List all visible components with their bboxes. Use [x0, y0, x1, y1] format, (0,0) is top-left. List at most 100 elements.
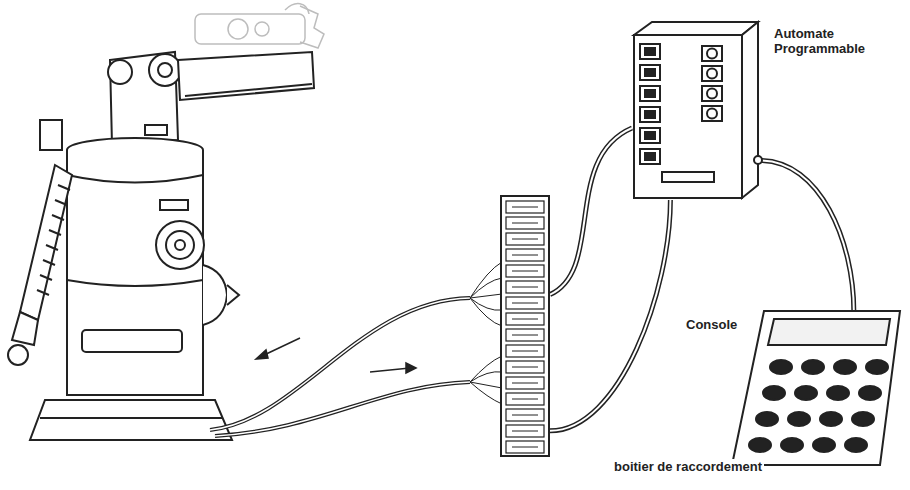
connector-pin	[707, 89, 717, 99]
terminal	[506, 441, 544, 453]
terminal-slot	[512, 399, 538, 400]
cable-inner	[550, 128, 632, 295]
console-key	[795, 386, 817, 400]
terminal	[506, 201, 544, 213]
robot-cable	[470, 262, 502, 326]
terminal	[506, 249, 544, 261]
robot-body	[30, 400, 232, 440]
plc-housing	[634, 22, 762, 198]
cable-outer	[550, 200, 670, 431]
terminal-slot	[512, 351, 538, 352]
console-key	[788, 412, 810, 426]
connector	[702, 66, 722, 81]
port	[754, 156, 762, 164]
console-body	[732, 311, 900, 465]
console-screen	[768, 319, 890, 345]
robot-body	[227, 285, 239, 305]
cable	[760, 160, 854, 311]
device-label: Console	[684, 317, 739, 332]
robot-arm	[158, 63, 172, 77]
terminal-slot	[512, 287, 538, 288]
welding-tool	[20, 165, 72, 320]
terminal-slot	[512, 207, 538, 208]
console-key	[781, 438, 803, 452]
socket	[640, 86, 660, 101]
socket-pin	[645, 90, 655, 97]
ghost-arm	[228, 19, 248, 39]
robot-arm	[178, 52, 314, 100]
console-key	[852, 412, 874, 426]
terminal-slot	[512, 319, 538, 320]
robot-body	[203, 265, 227, 325]
console-device: Console	[730, 305, 902, 470]
cable-inner	[760, 160, 854, 311]
drawing-part: Console	[684, 315, 739, 333]
console-key	[859, 386, 881, 400]
plc-box: Automate Programmable	[632, 20, 760, 200]
connector	[702, 86, 722, 101]
terminal	[506, 329, 544, 341]
terminal	[506, 393, 544, 405]
socket-pin	[645, 111, 655, 118]
connector	[702, 46, 722, 61]
cable-outer	[550, 128, 632, 295]
terminal-slot	[512, 335, 538, 336]
drawing-part	[501, 196, 549, 456]
welding-tool	[12, 312, 38, 345]
robot-body	[160, 200, 188, 210]
socket-pin	[645, 153, 655, 160]
device-label: boitier de raccordement	[612, 459, 764, 474]
terminal	[506, 265, 544, 277]
console-key	[866, 360, 888, 374]
robot-body	[67, 175, 203, 183]
socket-pin	[645, 69, 655, 76]
ghost-arm	[195, 14, 305, 44]
terminal	[506, 281, 544, 293]
terminal-slot	[512, 223, 538, 224]
terminal	[506, 297, 544, 309]
console-key	[763, 386, 785, 400]
terminal	[506, 377, 544, 389]
ghost-arm	[195, 4, 324, 48]
drawing-part	[742, 22, 758, 198]
drawing-part	[634, 22, 758, 35]
cable-outer	[760, 160, 854, 311]
terminal	[506, 409, 544, 421]
junction-box: boitier de raccordement	[500, 195, 550, 457]
socket-pin	[645, 48, 655, 55]
slot	[662, 172, 714, 182]
socket	[640, 149, 660, 164]
console-device-outline	[730, 305, 902, 470]
welding-tool	[37, 185, 70, 295]
robot-arm	[185, 84, 312, 96]
cable	[550, 128, 632, 295]
console-key	[834, 360, 856, 374]
device-label: Automate Programmable	[772, 26, 882, 56]
console-key	[802, 360, 824, 374]
robot-body	[67, 280, 203, 286]
signal-arrows	[406, 363, 416, 373]
terminal-slot	[512, 415, 538, 416]
ghost-arm	[300, 6, 324, 48]
junction-box-outline	[500, 195, 550, 457]
connector-pin	[707, 49, 717, 59]
terminal	[506, 233, 544, 245]
connector-pin	[707, 109, 717, 119]
ghost-arm	[285, 4, 309, 14]
welding-tool	[8, 120, 72, 365]
signal-arrows	[262, 338, 300, 356]
robot-body	[40, 417, 222, 419]
terminal-slot	[512, 303, 538, 304]
welding-tool	[8, 345, 28, 365]
robot-body	[175, 240, 185, 250]
console-key	[820, 412, 842, 426]
terminal-slot	[512, 383, 538, 384]
terminal-slot	[512, 431, 538, 432]
robot-body	[67, 150, 203, 395]
plc-box-outline	[632, 20, 760, 200]
socket-pin	[645, 132, 655, 139]
terminal	[506, 313, 544, 325]
socket	[640, 107, 660, 122]
cable	[550, 200, 670, 431]
robot-arm	[145, 125, 167, 135]
